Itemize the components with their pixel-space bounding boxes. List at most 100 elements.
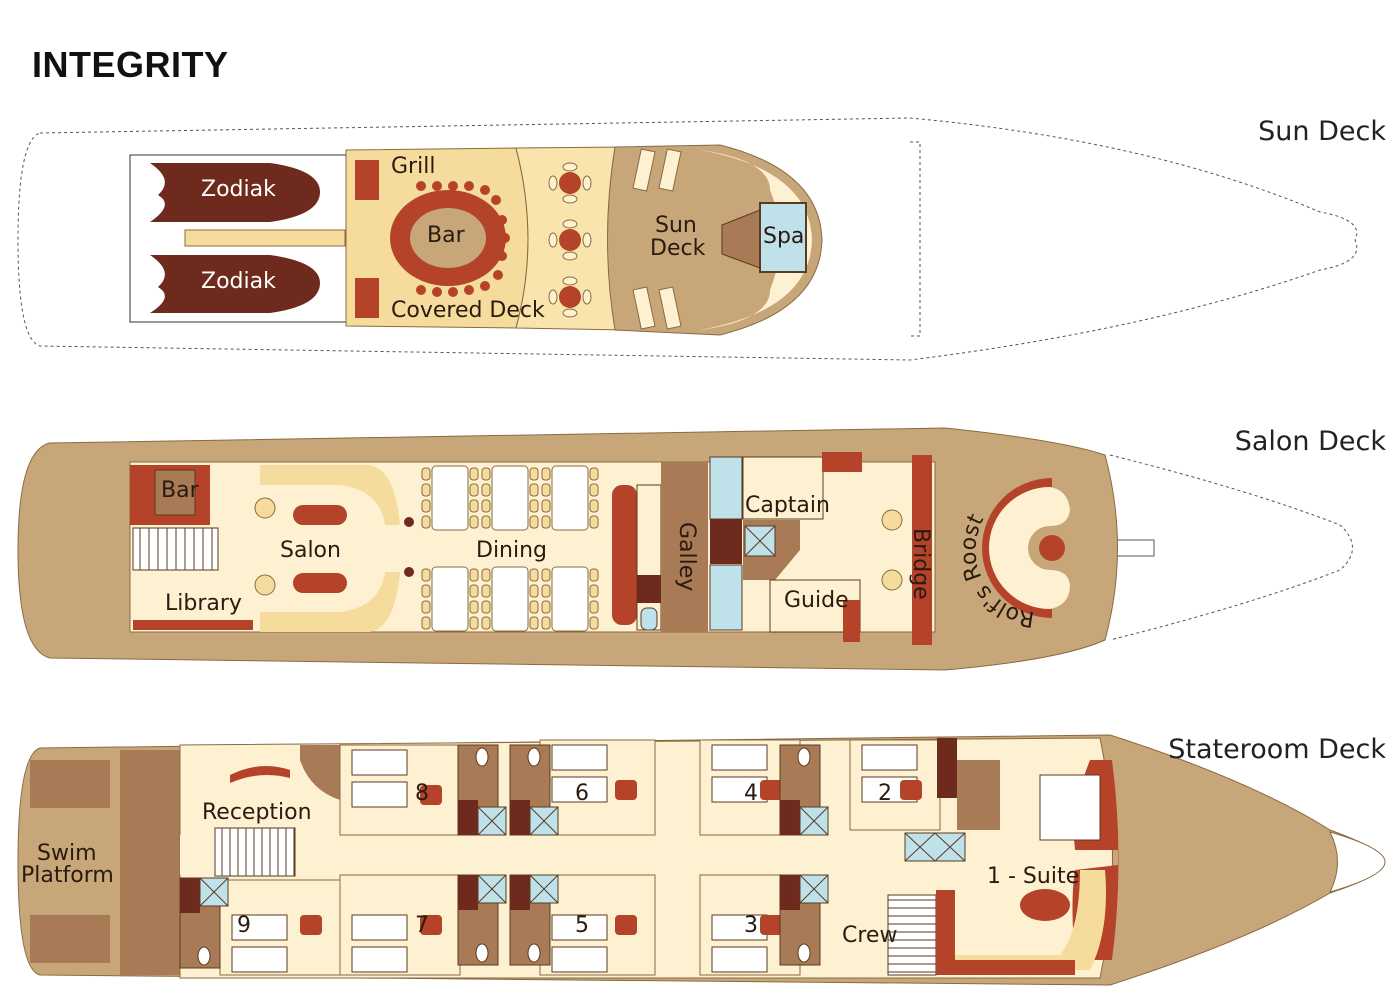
bar-inner bbox=[410, 208, 486, 268]
label-grill: Grill bbox=[391, 154, 435, 179]
dining-chair bbox=[529, 499, 539, 513]
bed bbox=[351, 914, 408, 941]
lounger-4 bbox=[658, 286, 682, 330]
suite-shower-x bbox=[904, 832, 966, 862]
bar-stool bbox=[416, 285, 426, 295]
grill-counter-2 bbox=[355, 278, 379, 318]
closet bbox=[780, 875, 800, 910]
dining-chair bbox=[541, 616, 551, 630]
dining-chair bbox=[541, 483, 551, 497]
dining-tables bbox=[421, 465, 599, 632]
pillar-1 bbox=[404, 517, 414, 527]
bar-stool bbox=[480, 281, 490, 291]
label-bar-salon: Bar bbox=[161, 478, 200, 503]
bed bbox=[711, 914, 768, 941]
label-crew: Crew bbox=[842, 923, 897, 948]
closet bbox=[458, 875, 478, 910]
sun-deck-tables bbox=[548, 162, 592, 318]
nightstand bbox=[420, 915, 442, 935]
label-swim: Swim bbox=[37, 841, 97, 866]
deck-name-salon: Salon Deck bbox=[1235, 426, 1387, 457]
toilet bbox=[527, 943, 541, 963]
cabin-8-number: 8 bbox=[415, 781, 429, 806]
bed bbox=[351, 781, 408, 808]
shower-x bbox=[799, 806, 829, 836]
chair bbox=[548, 175, 558, 191]
dining-table bbox=[491, 566, 529, 632]
closet bbox=[780, 800, 800, 835]
dining-chair bbox=[589, 467, 599, 481]
suite-closet bbox=[937, 738, 957, 798]
dining-chair bbox=[421, 600, 431, 614]
chair bbox=[562, 162, 578, 172]
bow-tip bbox=[1329, 831, 1386, 893]
dining-table bbox=[431, 465, 469, 531]
dining-chair bbox=[541, 467, 551, 481]
shower-x bbox=[199, 877, 229, 907]
dining-chair bbox=[529, 515, 539, 529]
captain-cabin bbox=[742, 456, 824, 520]
bar-stool bbox=[448, 181, 458, 191]
bar-stool bbox=[493, 270, 503, 280]
label-spa: Spa bbox=[763, 224, 804, 249]
label-galley: Galley bbox=[674, 522, 699, 591]
dining-chair bbox=[589, 515, 599, 529]
bed bbox=[231, 914, 288, 941]
dining-chair bbox=[481, 467, 491, 481]
bar-stool bbox=[432, 181, 442, 191]
dining-table bbox=[551, 566, 589, 632]
dining-chair bbox=[541, 499, 551, 513]
crew-dark-1 bbox=[710, 519, 742, 564]
ship-title: INTEGRITY bbox=[32, 44, 229, 85]
nightstand bbox=[760, 915, 782, 935]
bed bbox=[551, 914, 608, 941]
stair-steps bbox=[139, 528, 213, 570]
lounger-3 bbox=[632, 286, 656, 330]
salon-bow-outline bbox=[1109, 454, 1353, 641]
galley-area bbox=[661, 462, 708, 632]
shower-x bbox=[477, 806, 507, 836]
swim-step-bottom bbox=[30, 915, 110, 963]
dining-chair bbox=[469, 499, 479, 513]
dining-chair bbox=[421, 616, 431, 630]
closet bbox=[510, 800, 530, 835]
toilet bbox=[527, 747, 541, 767]
coffee-table-2 bbox=[293, 573, 347, 593]
bed bbox=[551, 776, 608, 803]
round-table bbox=[559, 172, 581, 194]
dining-table bbox=[431, 566, 469, 632]
label-salon: Salon bbox=[280, 538, 341, 563]
bar-stool bbox=[480, 185, 490, 195]
dining-chair bbox=[481, 616, 491, 630]
toilet bbox=[797, 943, 811, 963]
galley-sink bbox=[640, 607, 658, 631]
bed bbox=[231, 946, 288, 973]
dining-chair bbox=[529, 600, 539, 614]
cabin-2-number: 2 bbox=[878, 781, 892, 806]
label-zodiak-2: Zodiak bbox=[201, 269, 276, 294]
swim-step-top bbox=[30, 760, 110, 808]
dining-chair bbox=[421, 584, 431, 598]
bed bbox=[551, 946, 608, 973]
dining-chair bbox=[421, 467, 431, 481]
captain-closet bbox=[822, 452, 862, 472]
library-shelf bbox=[133, 620, 253, 630]
dining-chair bbox=[421, 568, 431, 582]
dining-chair bbox=[589, 568, 599, 582]
toilet bbox=[797, 747, 811, 767]
dining-chair bbox=[421, 483, 431, 497]
shower-x bbox=[529, 874, 559, 904]
dining-chair bbox=[541, 584, 551, 598]
chair bbox=[548, 232, 558, 248]
dining-chair bbox=[421, 499, 431, 513]
lounger-2 bbox=[658, 148, 682, 192]
cabin-7-number: 7 bbox=[415, 913, 429, 938]
label-zodiak-1: Zodiak bbox=[201, 177, 276, 202]
closet bbox=[458, 800, 478, 835]
bar-counter-salon bbox=[154, 469, 196, 516]
reception-stair-steps bbox=[221, 828, 295, 876]
stateroom-deck: Swim Platform Reception Crew 1 - Suite 2… bbox=[17, 734, 1386, 986]
cabins bbox=[179, 739, 941, 976]
suite-bed bbox=[1039, 774, 1101, 841]
